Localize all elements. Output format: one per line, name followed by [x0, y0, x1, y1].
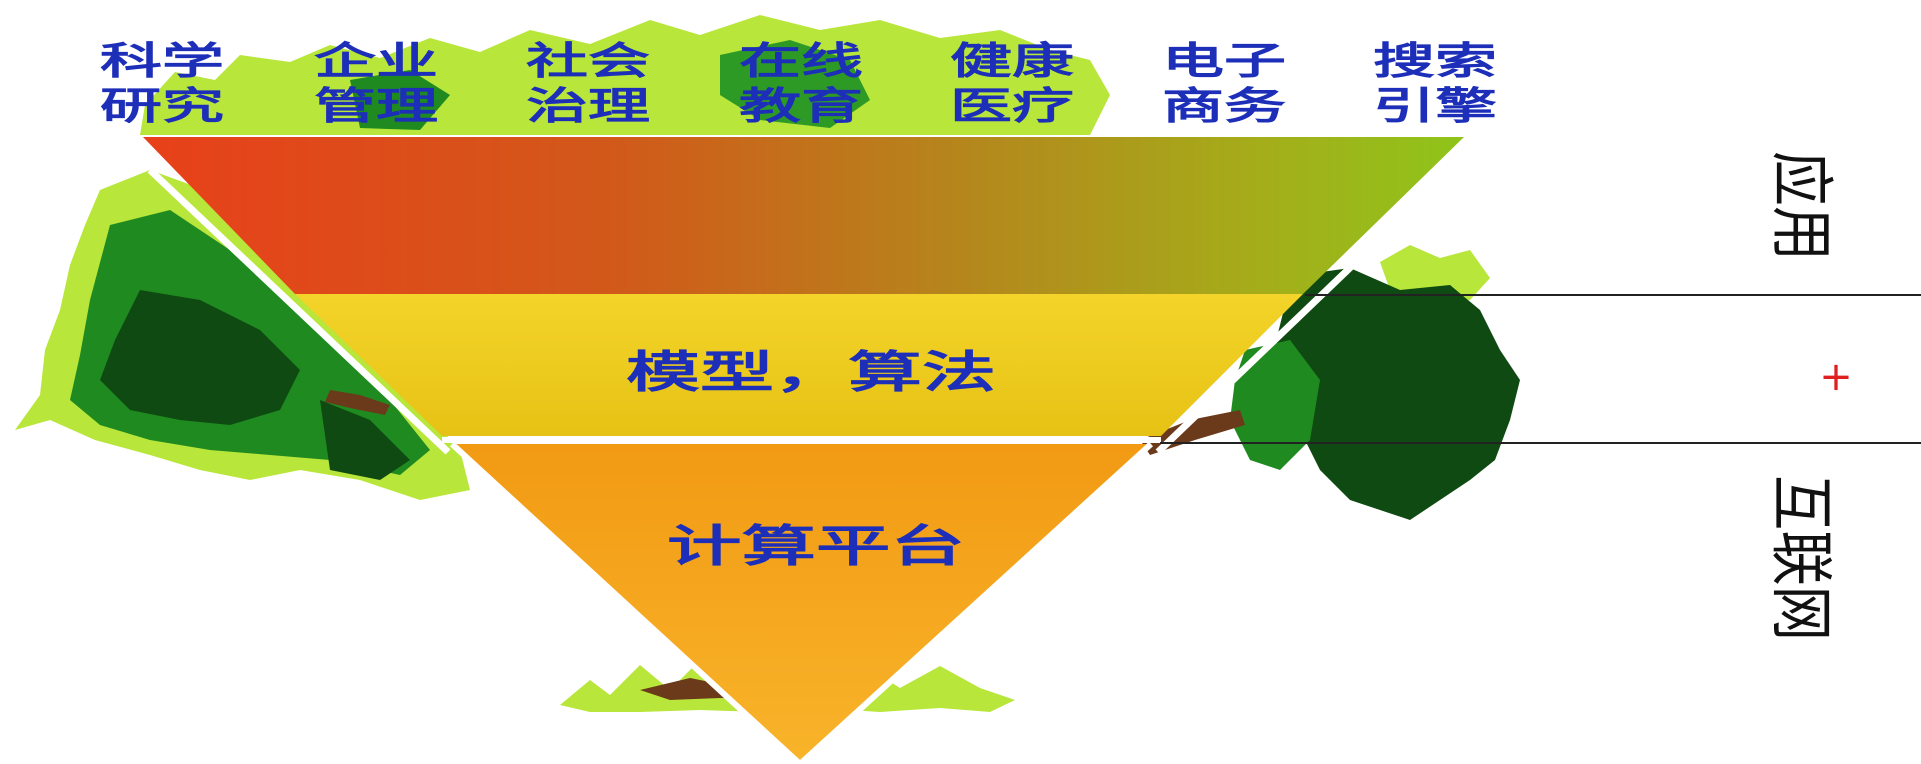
tree-crown-top-shade	[720, 40, 870, 128]
tree-foliage-right	[1380, 245, 1490, 300]
category-label-line2: 医疗	[950, 84, 1074, 128]
triangle-right-edge-gap	[1155, 212, 1408, 455]
category-label-line1: 电子	[1162, 39, 1286, 83]
triangle-bottom-left-edge	[449, 441, 803, 764]
category-label-line2: 治理	[526, 84, 650, 128]
side-label-application: 应用	[1763, 151, 1837, 261]
category-label-line2: 管理	[314, 84, 438, 128]
category-label-line1: 在线	[739, 39, 863, 83]
category-label-line1: 社会	[526, 39, 650, 83]
triangle-bottom-right-edge	[797, 441, 1154, 764]
category-label-line2: 商务	[1162, 84, 1286, 128]
tree-foliage-left-dark-2	[320, 400, 410, 480]
tree-crown-top-shade-2	[350, 70, 450, 130]
tree-illustration-icon	[15, 15, 1520, 712]
layer-model-algorithm-band	[295, 294, 1303, 436]
category-label-line1: 搜索	[1373, 39, 1497, 83]
category-label-line2: 引擎	[1373, 84, 1497, 128]
category-label-line2: 研究	[100, 84, 224, 128]
layer-label-compute-platform: 计算平台	[667, 521, 965, 572]
layered-triangle	[143, 137, 1464, 764]
category-label-line1: 健康	[950, 39, 1074, 83]
category-label-line1: 科学	[100, 39, 224, 83]
side-label-internet: 互联网	[1763, 475, 1837, 641]
side-label-plus: +	[1819, 354, 1853, 400]
layer-compute-platform-band	[452, 444, 1151, 764]
layer-application-band	[143, 137, 1464, 294]
tree-foliage-right-mid	[1230, 340, 1320, 470]
tree-branch-left	[325, 390, 390, 415]
category-label-line2: 教育	[739, 84, 863, 128]
side-panel: 应用 + 互联网	[1160, 151, 1921, 641]
layer-label-model-algorithm: 模型，算法	[626, 347, 996, 398]
tree-foliage-right-dark	[1275, 268, 1520, 520]
category-labels: 科学 研究 企业 管理 社会 治理 在线 教育 健康 医疗 电子 商务 搜索 引…	[100, 39, 1497, 128]
tree-foliage-left-dark	[100, 290, 300, 425]
category-label-line1: 企业	[314, 39, 438, 83]
triangle-left-edge-gap	[147, 167, 451, 455]
